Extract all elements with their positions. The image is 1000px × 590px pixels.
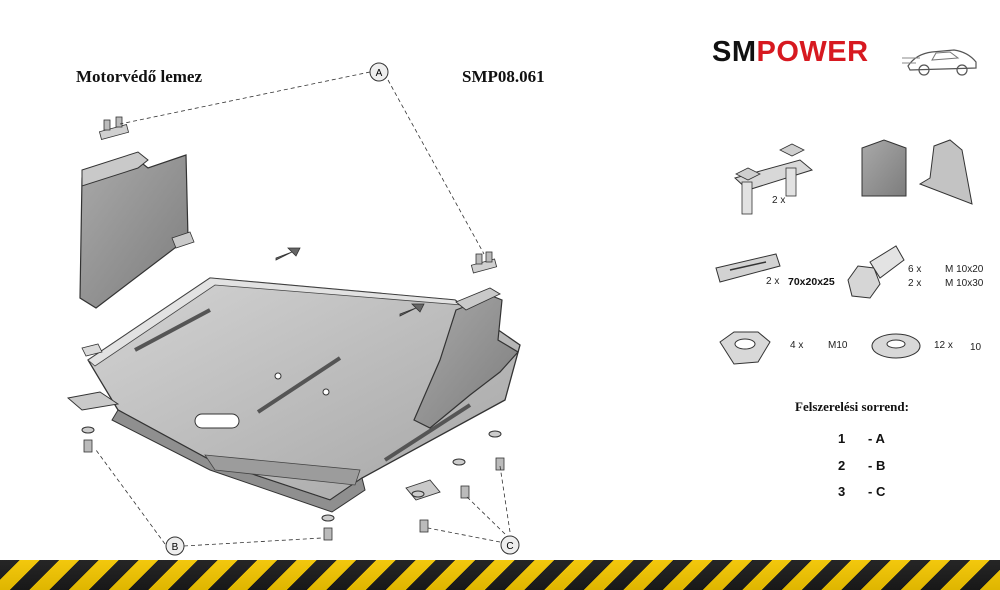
bolt-qty-2-label: 2 x	[908, 278, 922, 289]
bolt-set-a-left	[98, 116, 130, 140]
nut-qty-label: 4 x	[790, 340, 804, 351]
side-brackets-part	[861, 139, 973, 205]
leader-lines	[95, 71, 511, 547]
car-silhouette-icon	[902, 49, 977, 76]
brand-logo-prefix: SM	[712, 36, 757, 68]
callout-c: C	[500, 535, 520, 555]
fastener-c-2	[452, 458, 470, 499]
brand-logo: SMPOWER	[712, 36, 982, 88]
part-code: SMP08.061	[462, 67, 545, 86]
callout-b: B	[165, 536, 185, 556]
svg-text:B: B	[172, 542, 179, 553]
sequence-step-1-label: - A	[868, 431, 885, 446]
plate-size-label: 70x20x25	[788, 276, 835, 288]
sequence-step-3-label: - C	[868, 484, 886, 499]
washer-part	[871, 333, 921, 359]
right-bracket	[413, 287, 519, 429]
nut-size-label: M10	[828, 340, 848, 351]
bracket-bolt-part	[734, 143, 814, 215]
bracket-qty-label: 2 x	[772, 195, 786, 206]
washer-size-label: 10	[970, 342, 982, 353]
hex-bolt-part	[847, 245, 905, 299]
diagram-title: Motorvédő lemez	[76, 67, 203, 86]
plate-part	[715, 253, 781, 283]
fastener-b-left	[81, 426, 95, 453]
washer-qty-label: 12 x	[934, 340, 953, 351]
svg-text:A: A	[376, 68, 383, 79]
sequence-step-1-num: 1	[838, 431, 846, 446]
sequence-step-2-label: - B	[868, 458, 886, 473]
bolt-size-2-label: M 10x30	[945, 278, 984, 289]
sequence-step-2-num: 2	[838, 458, 846, 473]
fastener-c-1	[411, 490, 429, 533]
bolt-size-1-label: M 10x20	[945, 264, 984, 275]
bolt-set-a-right	[470, 251, 498, 274]
fastener-b-right	[321, 514, 335, 541]
direction-arrow-icon	[275, 247, 425, 317]
callout-a: A	[369, 62, 389, 82]
svg-text:C: C	[506, 541, 513, 552]
bolt-qty-1-label: 6 x	[908, 264, 922, 275]
brand-logo-suffix: POWER	[756, 36, 869, 68]
hazard-stripe	[0, 560, 1000, 590]
sequence-step-3-num: 3	[838, 484, 846, 499]
left-bracket	[79, 151, 195, 309]
sequence-title: Felszerelési sorrend:	[795, 399, 909, 414]
fastener-c-3	[488, 430, 505, 471]
plate-qty-label: 2 x	[766, 276, 780, 287]
nut-part	[719, 331, 771, 365]
